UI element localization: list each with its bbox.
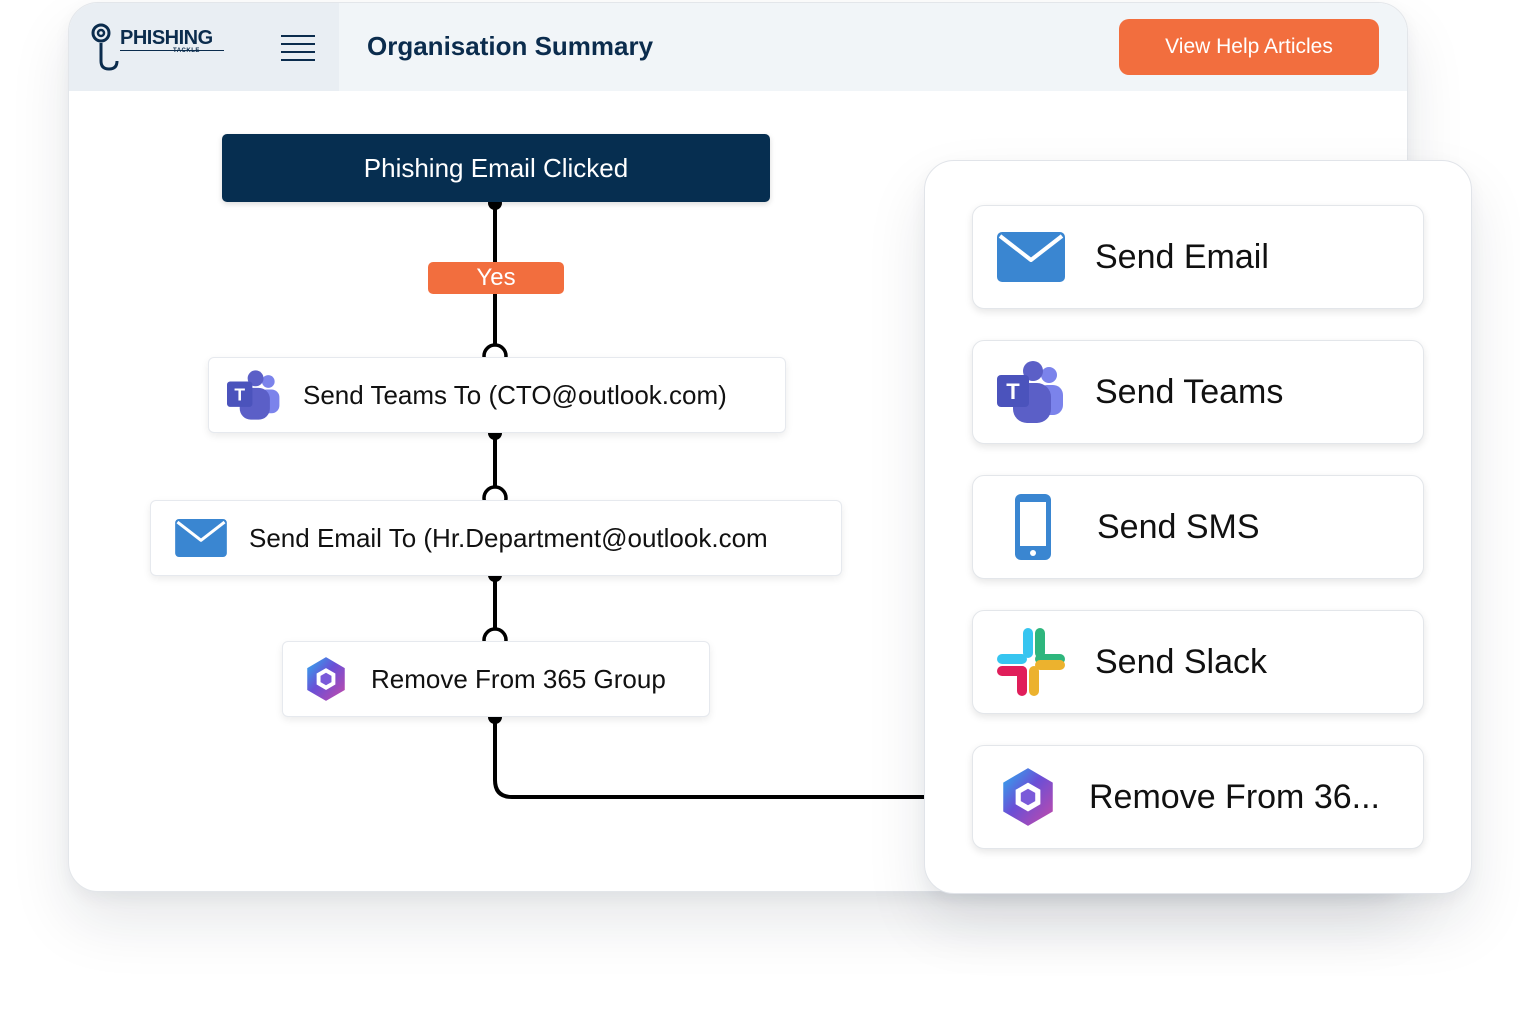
workflow-step-remove-365-group[interactable]: Remove From 365 Group	[282, 641, 710, 717]
action-label: Send Slack	[1095, 642, 1267, 681]
action-send-email[interactable]: Send Email	[972, 205, 1424, 309]
logo[interactable]: PHISHING TACKLE	[69, 3, 339, 91]
step-label: Send Teams To (CTO@outlook.com)	[303, 379, 727, 410]
teams-icon	[997, 361, 1065, 423]
workflow-step-send-teams[interactable]: Send Teams To (CTO@outlook.com)	[208, 357, 786, 433]
teams-icon	[227, 370, 281, 420]
hook-logo-icon	[91, 23, 119, 71]
action-send-slack[interactable]: Send Slack	[972, 610, 1424, 714]
email-icon	[997, 232, 1065, 282]
action-remove-from-365[interactable]: Remove From 36...	[972, 745, 1424, 849]
microsoft-365-icon	[301, 654, 351, 704]
step-label: Remove From 365 Group	[371, 663, 666, 694]
action-send-teams[interactable]: Send Teams	[972, 340, 1424, 444]
action-label: Send SMS	[1097, 507, 1260, 546]
microsoft-365-icon	[995, 764, 1061, 830]
action-label: Send Teams	[1095, 372, 1284, 411]
action-send-sms[interactable]: Send SMS	[972, 475, 1424, 579]
logo-subtext: TACKLE	[173, 48, 200, 54]
logo-text: PHISHING	[120, 27, 213, 49]
menu-icon[interactable]	[281, 35, 317, 61]
slack-icon	[997, 628, 1065, 696]
email-icon	[175, 519, 227, 557]
logo-underline	[120, 50, 224, 51]
step-label: Send Email To (Hr.Department@outlook.com	[249, 522, 768, 553]
trigger-phishing-email-clicked[interactable]: Phishing Email Clicked	[222, 134, 770, 202]
workflow-step-send-email[interactable]: Send Email To (Hr.Department@outlook.com	[150, 500, 842, 576]
page-title: Organisation Summary	[367, 31, 654, 61]
phone-icon	[1013, 492, 1053, 562]
top-bar: PHISHING TACKLE Organisation Summary Vie…	[69, 3, 1407, 91]
view-help-articles-button[interactable]: View Help Articles	[1119, 19, 1379, 75]
action-label: Send Email	[1095, 237, 1269, 276]
condition-yes-badge[interactable]: Yes	[428, 262, 564, 294]
action-label: Remove From 36...	[1089, 777, 1380, 816]
